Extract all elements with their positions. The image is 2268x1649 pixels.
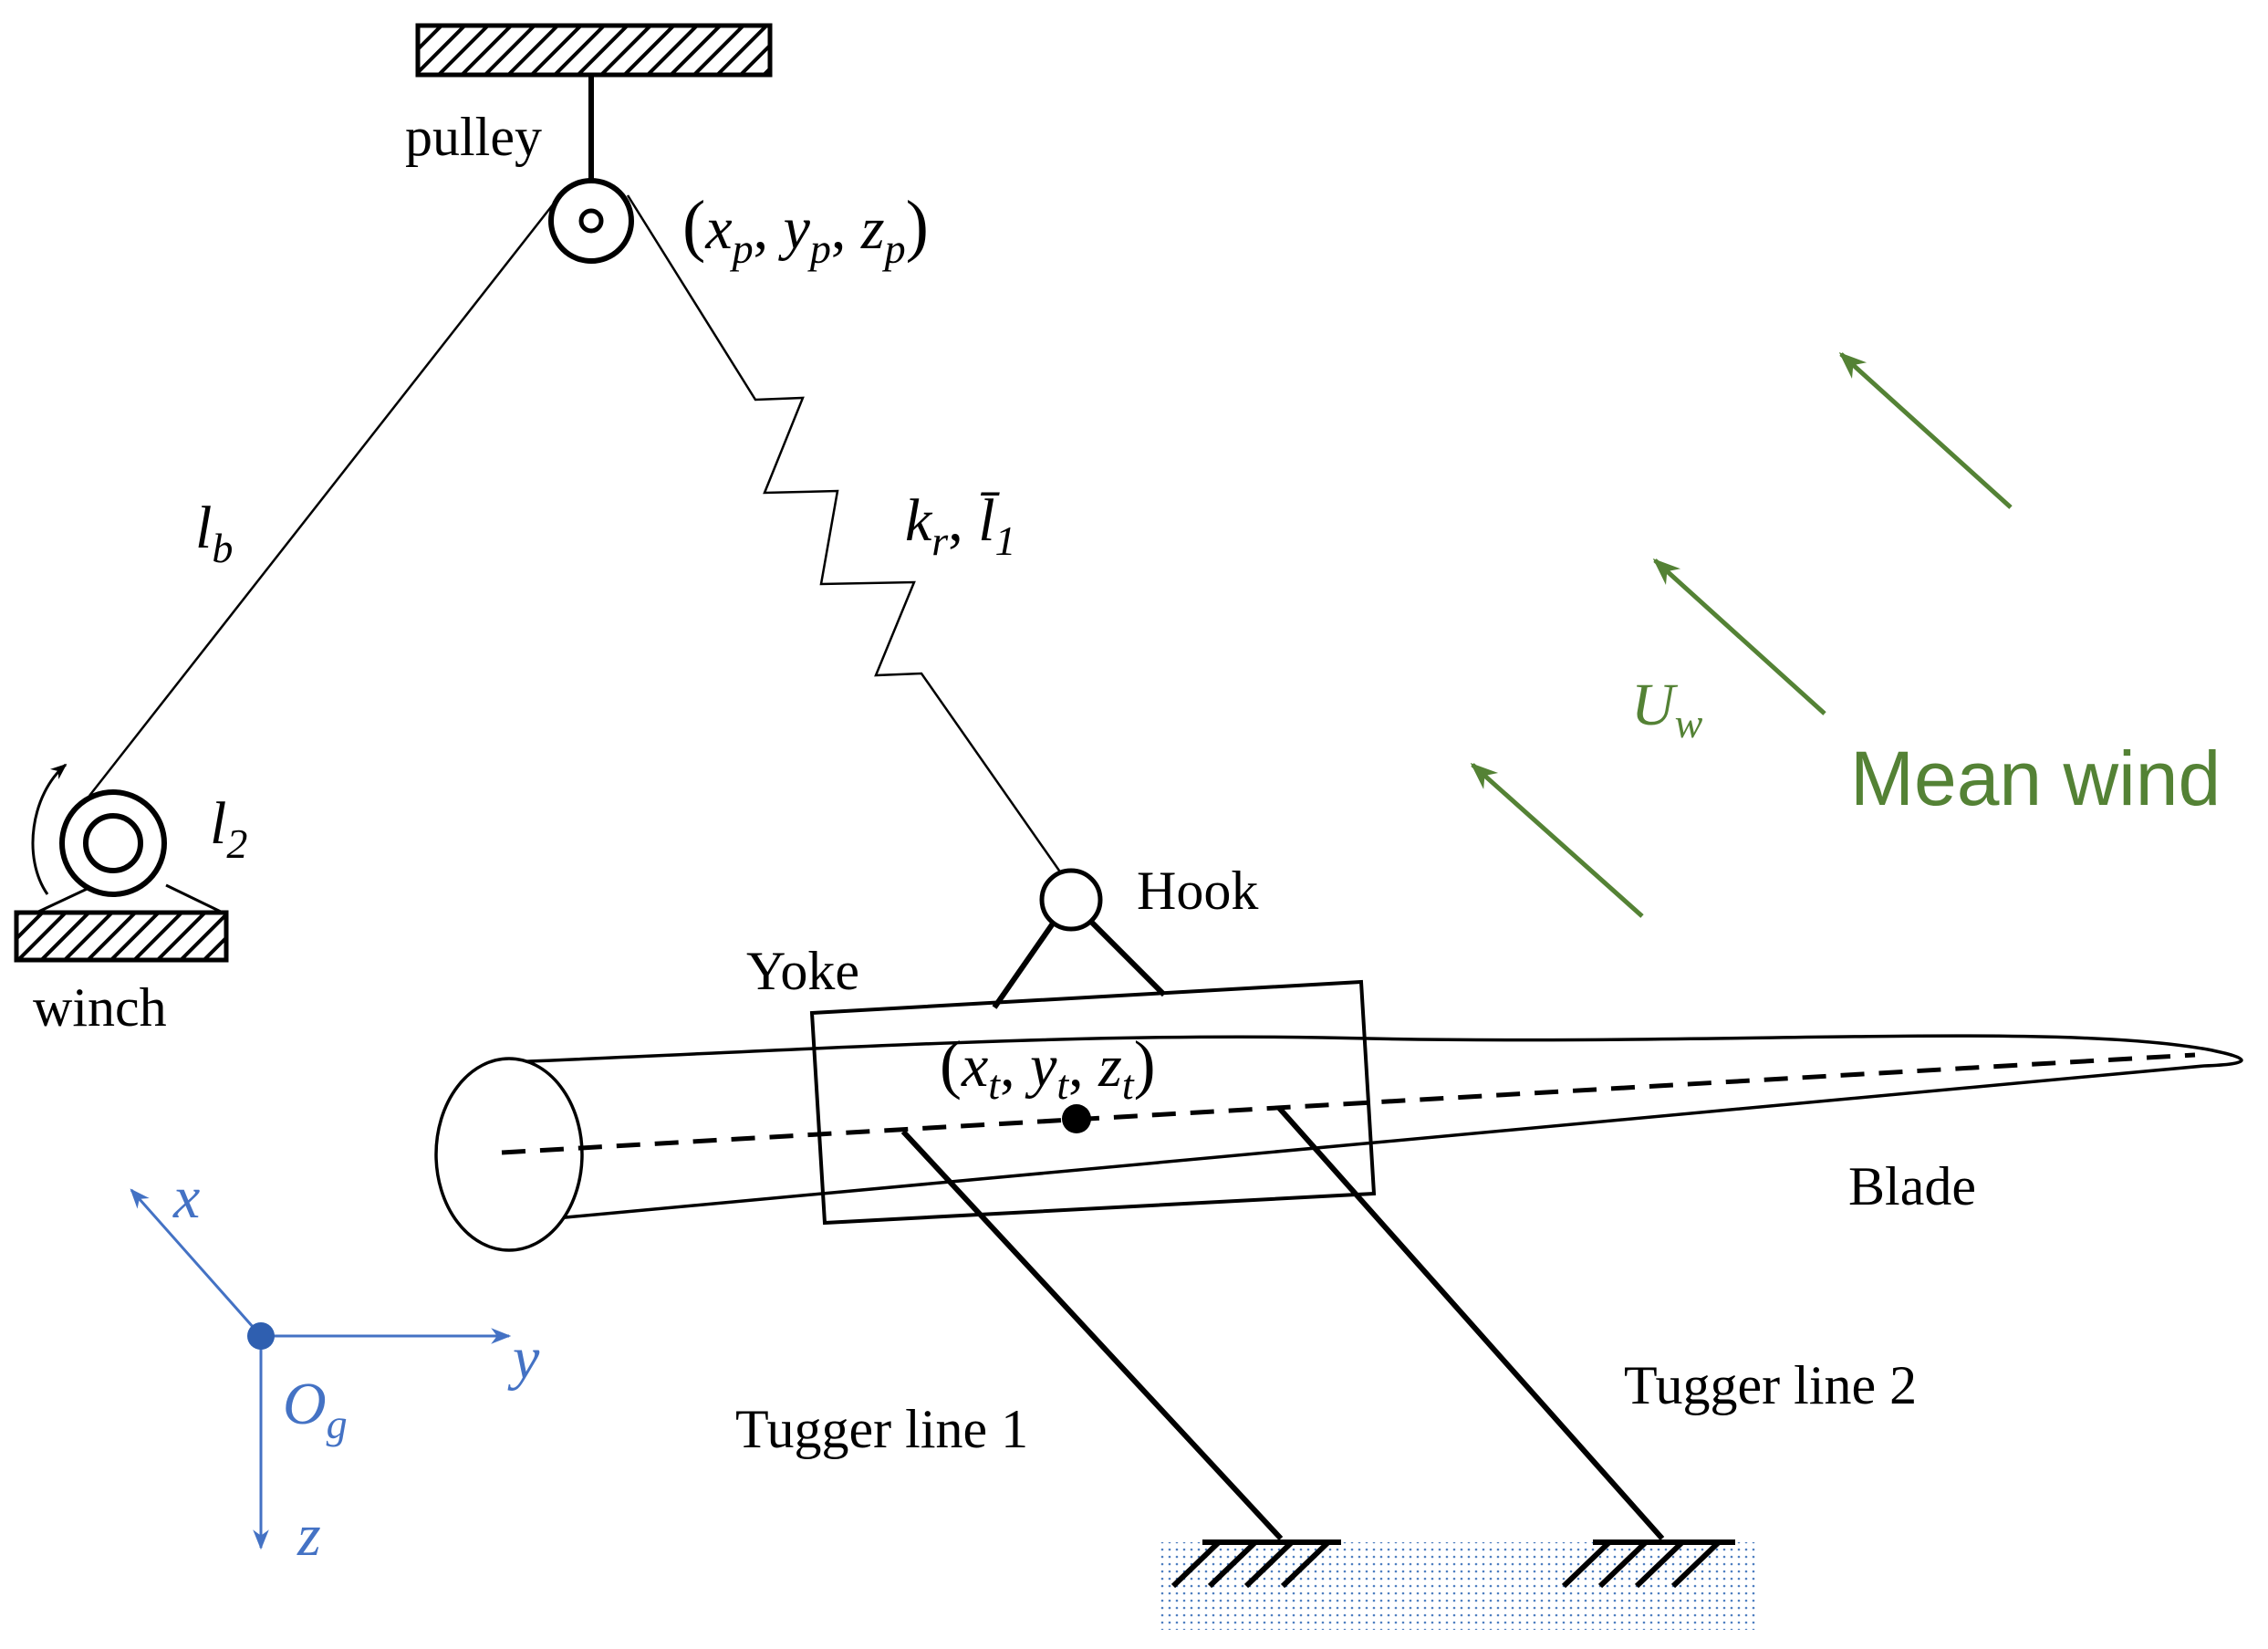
origin-label: Og: [283, 1371, 348, 1447]
winch-rotation-arrow: [31, 763, 68, 895]
mean-wind-label: Mean wind: [1850, 736, 2221, 821]
ceiling-support: [415, 23, 773, 78]
hook-label: Hook: [1137, 861, 1258, 921]
winch-stand-left: [36, 883, 96, 914]
tugger-line-2-label: Tugger line 2: [1624, 1355, 1917, 1415]
ground-anchor-2: [1561, 1539, 1735, 1589]
pulley-axle: [578, 208, 604, 234]
blade-body: [505, 1034, 2243, 1251]
pulley-coordinates: (xp, yp, zp): [682, 187, 929, 272]
winch-drum-inner: [83, 813, 143, 873]
wind-arrow-2: [1652, 558, 1826, 715]
boom-length-label: lb: [195, 495, 233, 571]
wind-arrow-1: [1470, 763, 1644, 918]
hook-sling-left: [992, 922, 1056, 1009]
winch-stand-right: [165, 883, 224, 914]
blade-label: Blade: [1848, 1156, 1976, 1216]
spring-label: kr, l̄1: [905, 487, 1016, 564]
origin-point: [247, 1322, 275, 1350]
tugger-line-2: [1276, 1106, 1665, 1540]
axis-x-arrow: [130, 1188, 263, 1337]
blade-axis: [501, 1052, 2196, 1155]
hook-ring: [1039, 868, 1103, 932]
winch-length-label: l2: [210, 790, 247, 867]
yoke-frame: [809, 979, 1377, 1226]
boom-cable: [88, 194, 561, 797]
ground-anchor-1: [1170, 1539, 1341, 1589]
wind-arrow-3: [1838, 351, 2013, 509]
spring-cable: [626, 194, 1067, 881]
hook-sling-right: [1088, 919, 1167, 997]
winch-label: winch: [33, 977, 167, 1038]
axis-x-label: x: [172, 1164, 200, 1231]
axis-y-label: y: [507, 1325, 540, 1392]
wind-speed-label: Uw: [1631, 672, 1703, 746]
yoke-center-point: [1062, 1104, 1091, 1133]
tugger-line-1-label: Tugger line 1: [735, 1399, 1028, 1459]
winch-base: [14, 910, 229, 963]
pulley-label: pulley: [405, 107, 542, 167]
yoke-coordinates: (xt, yt, zt): [940, 1028, 1156, 1108]
tugger-line-1: [900, 1129, 1284, 1541]
axis-z-label: z: [297, 1502, 321, 1569]
ground-patch: [1160, 1542, 1755, 1630]
yoke-label: Yoke: [746, 941, 859, 1001]
